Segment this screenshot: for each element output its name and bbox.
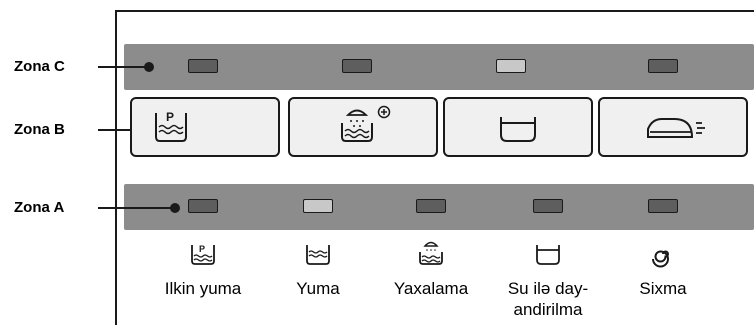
zone-a-lamp-rinse <box>416 199 446 213</box>
wash-tub-icon <box>306 245 330 265</box>
spin-icon <box>652 250 669 268</box>
zone-c-lamp-4 <box>648 59 678 73</box>
panel-frame-top <box>115 10 754 12</box>
zone-a-lamp-wash <box>303 199 333 213</box>
rinse-button[interactable] <box>288 97 438 157</box>
mode-label-prewash: Ilkin yuma <box>164 279 242 298</box>
prewash-p-icon: P <box>191 244 215 265</box>
water-hold-button[interactable] <box>443 97 593 157</box>
zone-a-label: Zona A <box>14 199 65 216</box>
spin-speed-button[interactable] <box>598 97 748 157</box>
zone-a-leader-dot <box>170 203 180 213</box>
tub-icon <box>500 117 536 142</box>
prewash-p-icon: P <box>155 110 187 142</box>
panel-frame-left <box>115 10 117 325</box>
tub-icon <box>536 245 560 265</box>
prewash-button[interactable]: P <box>130 97 280 157</box>
zone-c-leader-line <box>98 66 148 68</box>
zone-a-leader-line <box>98 207 174 209</box>
iron-icon <box>647 118 705 138</box>
zone-c-leader-dot <box>144 62 154 72</box>
zone-c-lamp-2 <box>342 59 372 73</box>
zone-c-lamp-3 <box>496 59 526 73</box>
zone-a-lamp-water-hold <box>533 199 563 213</box>
mode-label-spin: Sixma <box>639 279 687 298</box>
zone-c-label: Zona C <box>14 58 65 75</box>
zone-a-lamp-prewash <box>188 199 218 213</box>
rinse-shower-icon <box>419 241 443 265</box>
svg-text:P: P <box>199 244 205 254</box>
zone-b-label: Zona B <box>14 121 65 138</box>
svg-text:P: P <box>166 110 174 124</box>
mode-label-water-hold: Su ilə day-andirilma <box>507 279 589 319</box>
mode-label-wash: Yuma <box>296 279 340 298</box>
zone-c-lamp-1 <box>188 59 218 73</box>
rinse-shower-plus-icon <box>341 105 391 142</box>
mode-label-rinse: Yaxalama <box>393 279 469 298</box>
zone-a-lamp-spin <box>648 199 678 213</box>
